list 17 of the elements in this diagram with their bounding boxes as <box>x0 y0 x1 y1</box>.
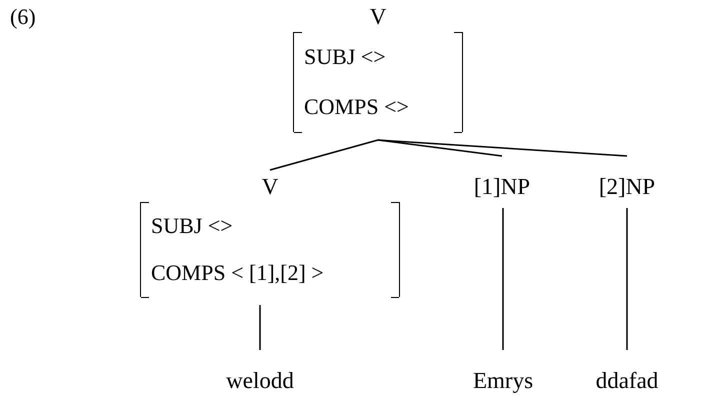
word-label: welodd <box>226 367 294 395</box>
feature-row-text: SUBJ <> <box>151 212 234 239</box>
word-label: [1]NP <box>474 173 530 201</box>
tree-branch <box>502 208 504 350</box>
tree-branch <box>378 139 628 157</box>
tree-branch <box>270 139 378 171</box>
category-label: V <box>370 3 386 31</box>
word-label: [2]NP <box>598 173 656 201</box>
feature-row-text: SUBJ <> <box>304 44 387 70</box>
example-number: (6) <box>10 4 36 30</box>
feature-row-text: COMPS <> <box>304 94 410 120</box>
feature-row-text: COMPS < [1],[2] > <box>151 260 325 286</box>
word-label: Emrys <box>472 367 534 395</box>
word-label: ddafad <box>596 367 658 395</box>
category-label: V <box>262 173 278 201</box>
tree-branch <box>626 208 628 350</box>
tree-branch <box>259 305 261 350</box>
